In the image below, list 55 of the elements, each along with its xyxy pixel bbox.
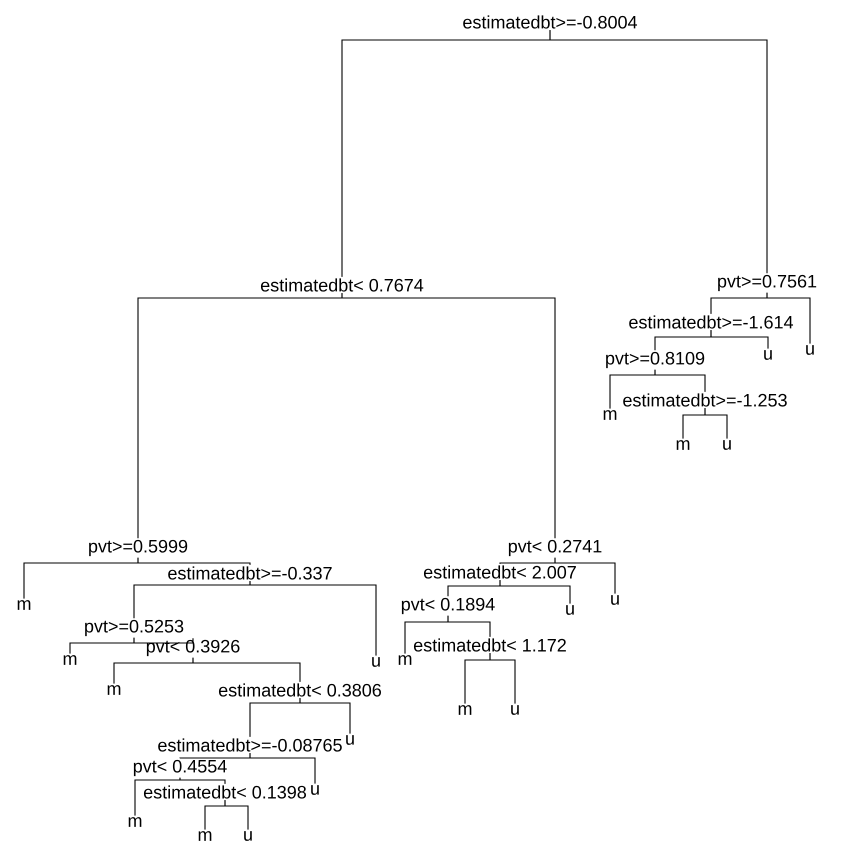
tree-branch — [341, 293, 556, 538]
tree-branch — [710, 330, 769, 349]
tree-branch — [179, 778, 226, 784]
leaf-label: u — [764, 350, 772, 360]
tree-branch — [554, 558, 616, 594]
split-label: estimatedbt< 0.7674 — [260, 278, 424, 292]
split-label: estimatedbt< 2.007 — [424, 565, 576, 579]
tree-branch — [192, 658, 301, 682]
leaf-label: u — [311, 785, 319, 795]
split-label: pvt>=0.7561 — [718, 274, 816, 292]
tree-branch — [249, 753, 316, 784]
split-label: estimatedbt< 1.172 — [414, 638, 566, 652]
leaf-label: m — [64, 655, 76, 665]
tree-branch — [133, 638, 194, 644]
split-label: estimatedbt>=-0.337 — [168, 566, 332, 580]
tree-branch — [447, 616, 491, 637]
leaf-label: m — [18, 600, 30, 610]
leaf-label: u — [511, 705, 519, 715]
split-label: estimatedbt>=-1.614 — [629, 315, 794, 329]
split-label: estimatedbt< 0.1398 — [144, 785, 306, 799]
split-label: estimatedbt< 0.3806 — [218, 683, 381, 697]
split-label: pvt>=0.8109 — [606, 352, 704, 368]
leaf-label: m — [128, 817, 142, 827]
split-label: estimatedbt>=-1.253 — [623, 393, 787, 407]
leaf-label: u — [723, 440, 731, 450]
split-label: pvt< 0.2741 — [508, 540, 602, 556]
leaf-label: u — [372, 657, 380, 667]
leaf-label: m — [198, 831, 212, 841]
tree-branch — [654, 370, 706, 392]
split-label: pvt< 0.4554 — [134, 760, 227, 776]
tree-branch — [489, 653, 516, 704]
split-label: pvt>=0.5253 — [85, 620, 184, 636]
leaf-label: m — [676, 440, 690, 450]
leaf-label: u — [611, 595, 619, 605]
split-label: pvt< 0.1894 — [402, 598, 495, 614]
leaf-label: u — [244, 831, 252, 841]
leaf-label: u — [806, 345, 814, 355]
leaf-label: m — [458, 705, 472, 715]
split-label: pvt>=0.5999 — [89, 540, 188, 556]
leaf-label: u — [346, 735, 354, 745]
leaf-label: m — [604, 410, 616, 420]
tree-branch — [499, 580, 571, 604]
leaf-label: u — [566, 605, 574, 615]
tree-branch — [299, 698, 351, 734]
leaf-label: m — [398, 655, 412, 665]
split-label: estimatedbt>=-0.8004 — [463, 15, 638, 29]
leaf-label: m — [108, 685, 120, 695]
tree-branch — [249, 581, 377, 656]
tree-branch — [137, 558, 251, 565]
tree-branch — [134, 778, 181, 816]
tree-branch — [704, 408, 728, 439]
tree-branch — [224, 800, 249, 830]
split-label: estimatedbt>=-0.08765 — [158, 738, 342, 752]
tree-branch — [766, 292, 811, 344]
tree-branch — [549, 30, 768, 274]
